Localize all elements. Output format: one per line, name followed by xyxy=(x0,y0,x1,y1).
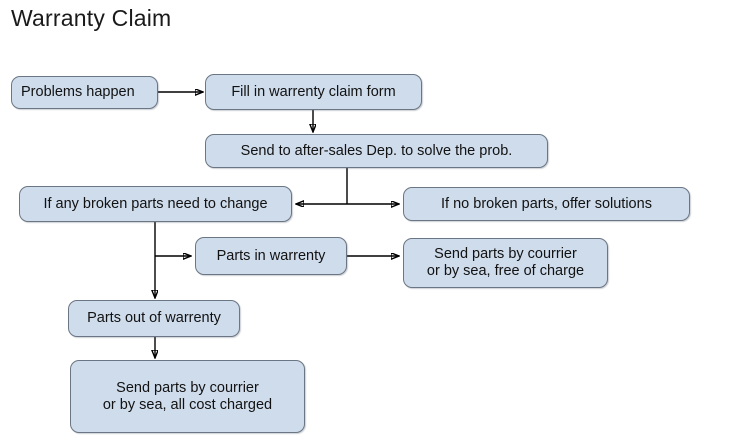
edge-broken-parts-branch xyxy=(155,222,191,298)
node-fill-warranty-claim-form[interactable]: Fill in warrenty claim form xyxy=(205,74,422,110)
node-send-parts-all-cost-charged[interactable]: Send parts by courrier or by sea, all co… xyxy=(70,360,305,433)
node-problems-happen[interactable]: Problems happen xyxy=(11,76,158,109)
node-parts-in-warranty[interactable]: Parts in warrenty xyxy=(195,237,347,275)
node-parts-out-of-warranty[interactable]: Parts out of warrenty xyxy=(68,300,240,337)
node-send-parts-free-of-charge[interactable]: Send parts by courrier or by sea, free o… xyxy=(403,238,608,288)
node-if-no-broken-parts[interactable]: If no broken parts, offer solutions xyxy=(403,187,690,221)
node-if-any-broken-parts[interactable]: If any broken parts need to change xyxy=(19,186,292,222)
node-send-to-after-sales[interactable]: Send to after-sales Dep. to solve the pr… xyxy=(205,134,548,168)
edge-after-sales-split xyxy=(296,168,399,204)
page-title: Warranty Claim xyxy=(11,5,172,31)
